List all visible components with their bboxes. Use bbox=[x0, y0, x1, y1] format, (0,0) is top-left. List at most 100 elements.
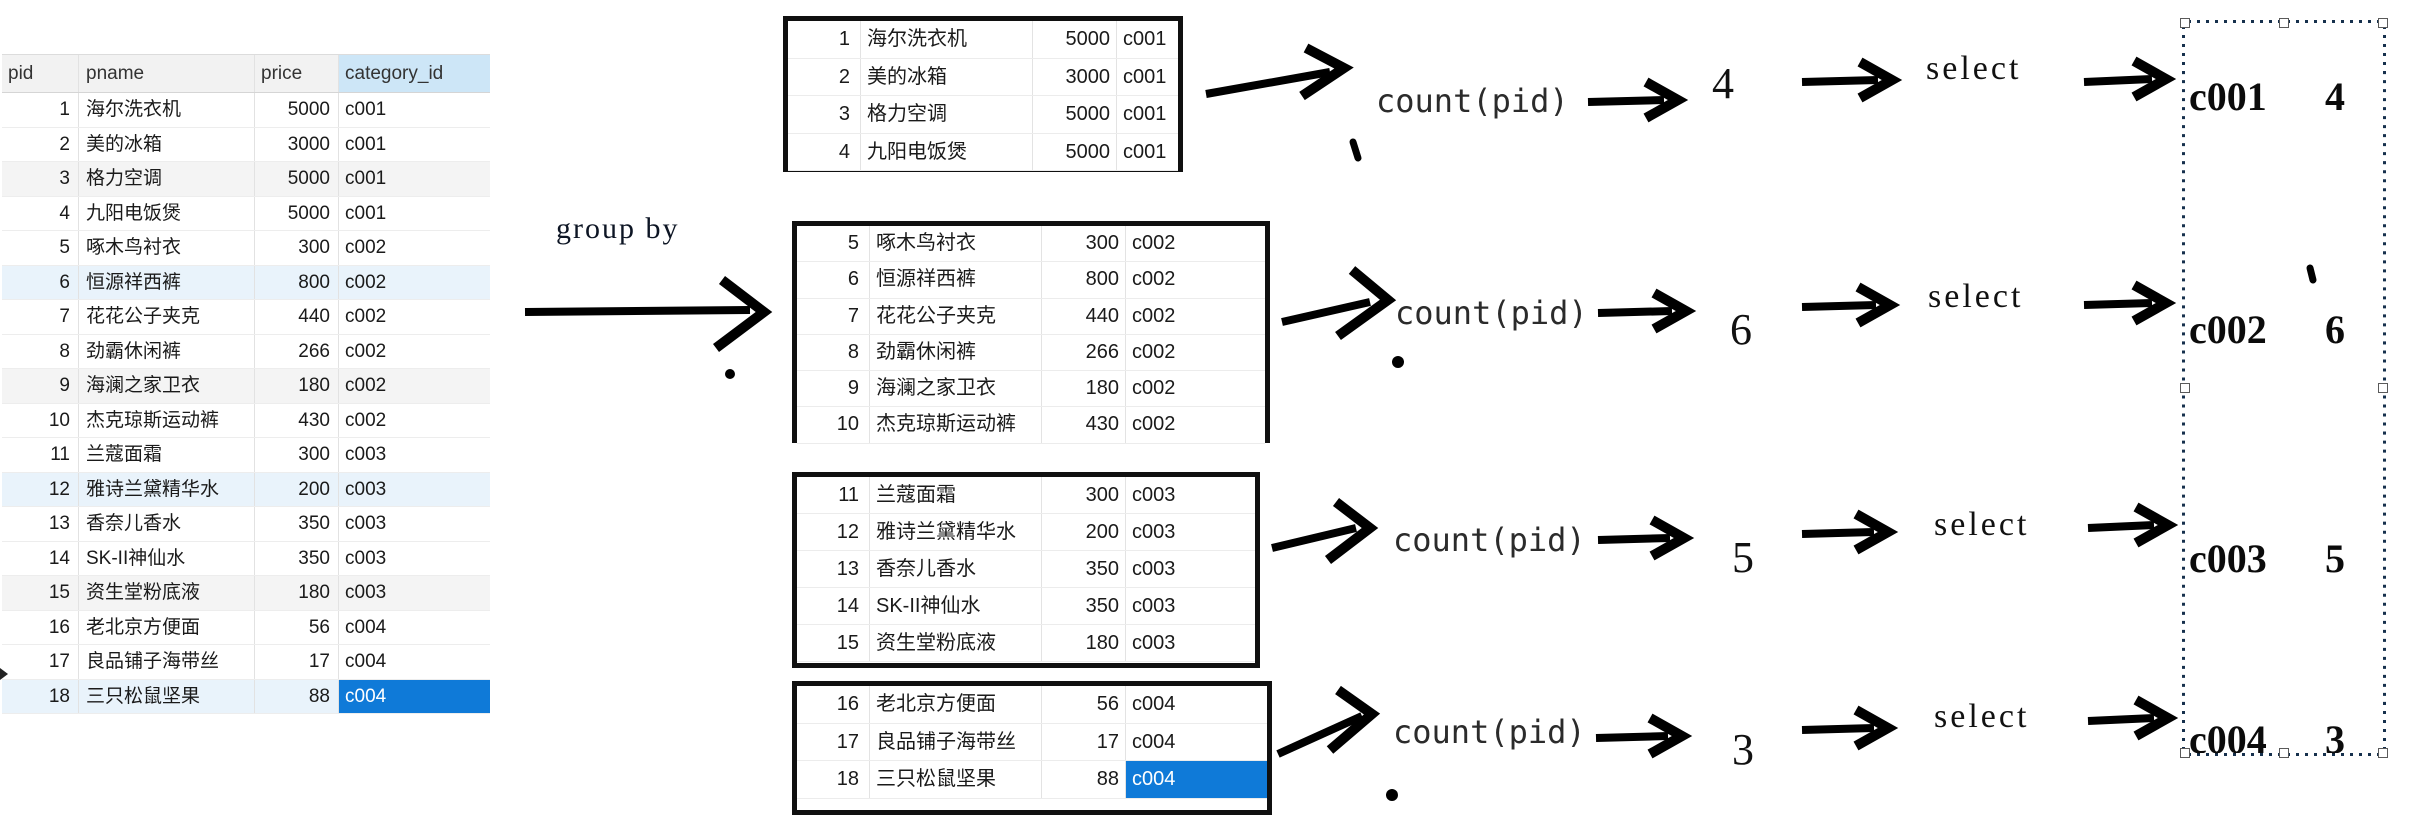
cell-price[interactable]: 800 bbox=[254, 265, 338, 299]
selection-handle[interactable] bbox=[2378, 748, 2388, 758]
cell-category-id[interactable]: c003 bbox=[338, 507, 490, 541]
cell-pname[interactable]: 杰克琼斯运动裤 bbox=[78, 403, 254, 437]
cell-price[interactable]: 430 bbox=[254, 403, 338, 437]
cell-category-id[interactable]: c002 bbox=[338, 403, 490, 437]
cell-pname[interactable]: 老北京方便面 bbox=[78, 610, 254, 644]
cell-category-id[interactable]: c003 bbox=[338, 541, 490, 575]
cell-pid[interactable]: 7 bbox=[59, 306, 70, 327]
cell-pname[interactable]: 资生堂粉底液 bbox=[78, 576, 254, 610]
cell-price[interactable]: 17 bbox=[254, 645, 338, 679]
cell-category-id[interactable]: c002 bbox=[338, 231, 490, 265]
cell-pname[interactable]: 良品铺子海带丝 bbox=[78, 645, 254, 679]
cell-price[interactable]: 200 bbox=[254, 472, 338, 506]
cell-pname[interactable]: 格力空调 bbox=[78, 162, 254, 196]
selection-handle[interactable] bbox=[2279, 18, 2289, 28]
cell-pid[interactable]: 2 bbox=[59, 133, 70, 155]
cell-pname[interactable]: 美的冰箱 bbox=[78, 127, 254, 161]
cell-price[interactable]: 180 bbox=[254, 576, 338, 610]
cell-price[interactable]: 440 bbox=[254, 300, 338, 334]
cell-pid[interactable]: 6 bbox=[59, 271, 70, 293]
cell-category-id[interactable]: c003 bbox=[338, 472, 490, 506]
cell-category-id[interactable]: c003 bbox=[338, 576, 490, 610]
cell-price[interactable]: 350 bbox=[254, 541, 338, 575]
cell-pname: 良品铺子海带丝 bbox=[869, 723, 1041, 760]
cell-pid[interactable]: 11 bbox=[50, 444, 70, 465]
cell-category-id[interactable]: c004 bbox=[338, 645, 490, 679]
cell-pname: 资生堂粉底液 bbox=[869, 625, 1041, 661]
cell-price[interactable]: 5000 bbox=[254, 93, 338, 127]
selection-handle[interactable] bbox=[2378, 383, 2388, 393]
cell-pid[interactable]: 14 bbox=[48, 547, 70, 569]
cell-pname[interactable]: 海尔洗衣机 bbox=[78, 93, 254, 127]
cell-pid: 2 bbox=[838, 65, 850, 88]
cell-price[interactable]: 5000 bbox=[254, 162, 338, 196]
cell-pname[interactable]: 九阳电饭煲 bbox=[78, 196, 254, 230]
cell-category-id[interactable]: c002 bbox=[338, 300, 490, 334]
cell-price[interactable]: 5000 bbox=[254, 196, 338, 230]
cell-category-id[interactable]: c001 bbox=[338, 162, 490, 196]
cell-pname[interactable]: 兰蔻面霜 bbox=[78, 438, 254, 472]
cell-pname[interactable]: 海澜之家卫衣 bbox=[78, 369, 254, 403]
cell-category-id[interactable]: c002 bbox=[338, 369, 490, 403]
selection-handle[interactable] bbox=[2378, 18, 2388, 28]
cell-price[interactable]: 180 bbox=[254, 369, 338, 403]
cell-pid[interactable]: 4 bbox=[59, 202, 70, 224]
cell-pid[interactable]: 10 bbox=[48, 409, 70, 431]
cell-price[interactable]: 266 bbox=[254, 334, 338, 368]
column-header-category-id[interactable]: category_id bbox=[338, 55, 490, 92]
cell-pid[interactable]: 18 bbox=[48, 685, 70, 707]
cell-pname[interactable]: 恒源祥西裤 bbox=[78, 265, 254, 299]
column-header-price[interactable]: price bbox=[254, 55, 338, 92]
cell-price[interactable]: 300 bbox=[254, 438, 338, 472]
cell-pid: 13 bbox=[836, 558, 859, 580]
cell-price[interactable]: 3000 bbox=[254, 127, 338, 161]
cell-pid[interactable]: 5 bbox=[59, 237, 70, 258]
cell-pid[interactable]: 8 bbox=[59, 340, 70, 362]
cell-pname[interactable]: 香奈儿香水 bbox=[78, 507, 254, 541]
cell-pname[interactable]: 雅诗兰黛精华水 bbox=[78, 472, 254, 506]
cell-pid[interactable]: 16 bbox=[48, 616, 70, 638]
selection-handle[interactable] bbox=[2180, 748, 2190, 758]
arrow-count3-to-value bbox=[1597, 515, 1695, 561]
selection-handle[interactable] bbox=[2279, 748, 2289, 758]
cell-pid[interactable]: 15 bbox=[48, 582, 70, 603]
cell-category-id[interactable]: c001 bbox=[338, 127, 490, 161]
selection-handle[interactable] bbox=[2180, 383, 2190, 393]
cell-price[interactable]: 300 bbox=[254, 231, 338, 265]
cell-pid[interactable]: 9 bbox=[59, 375, 70, 396]
cell-category-id[interactable]: c002 bbox=[338, 265, 490, 299]
cell-pname[interactable]: 劲霸休闲裤 bbox=[78, 334, 254, 368]
cell-pname[interactable]: 啄木鸟衬衣 bbox=[78, 231, 254, 265]
selected-cell[interactable]: c004 bbox=[338, 679, 490, 713]
cell-pid[interactable]: 17 bbox=[48, 651, 70, 672]
cell-category-id[interactable]: c001 bbox=[338, 196, 490, 230]
cell-pname[interactable]: SK-II神仙水 bbox=[78, 541, 254, 575]
selection-handle[interactable] bbox=[2180, 18, 2190, 28]
cell-pname: 格力空调 bbox=[860, 96, 1032, 133]
cell-category-id[interactable]: c004 bbox=[338, 610, 490, 644]
cell-price[interactable]: 350 bbox=[254, 507, 338, 541]
column-header-pid[interactable]: pid bbox=[8, 63, 34, 84]
result-category: c001 bbox=[2189, 74, 2267, 119]
cell-pname[interactable]: 三只松鼠坚果 bbox=[78, 679, 254, 713]
cell-category-id[interactable]: c003 bbox=[338, 438, 490, 472]
cell-category-id[interactable]: c001 bbox=[338, 93, 490, 127]
column-header-pname[interactable]: pname bbox=[78, 55, 254, 92]
cell-pid[interactable]: 13 bbox=[48, 513, 70, 534]
cell-price[interactable]: 88 bbox=[254, 679, 338, 713]
cell-price[interactable]: 56 bbox=[254, 610, 338, 644]
cell-pid[interactable]: 3 bbox=[59, 168, 70, 189]
cell-pid[interactable]: 1 bbox=[59, 99, 70, 120]
cell-pname[interactable]: 花花公子夹克 bbox=[78, 300, 254, 334]
cell-category-id: c003 bbox=[1125, 514, 1255, 550]
cell-category-id[interactable]: c002 bbox=[338, 334, 490, 368]
cell-pid[interactable]: 12 bbox=[48, 478, 70, 500]
